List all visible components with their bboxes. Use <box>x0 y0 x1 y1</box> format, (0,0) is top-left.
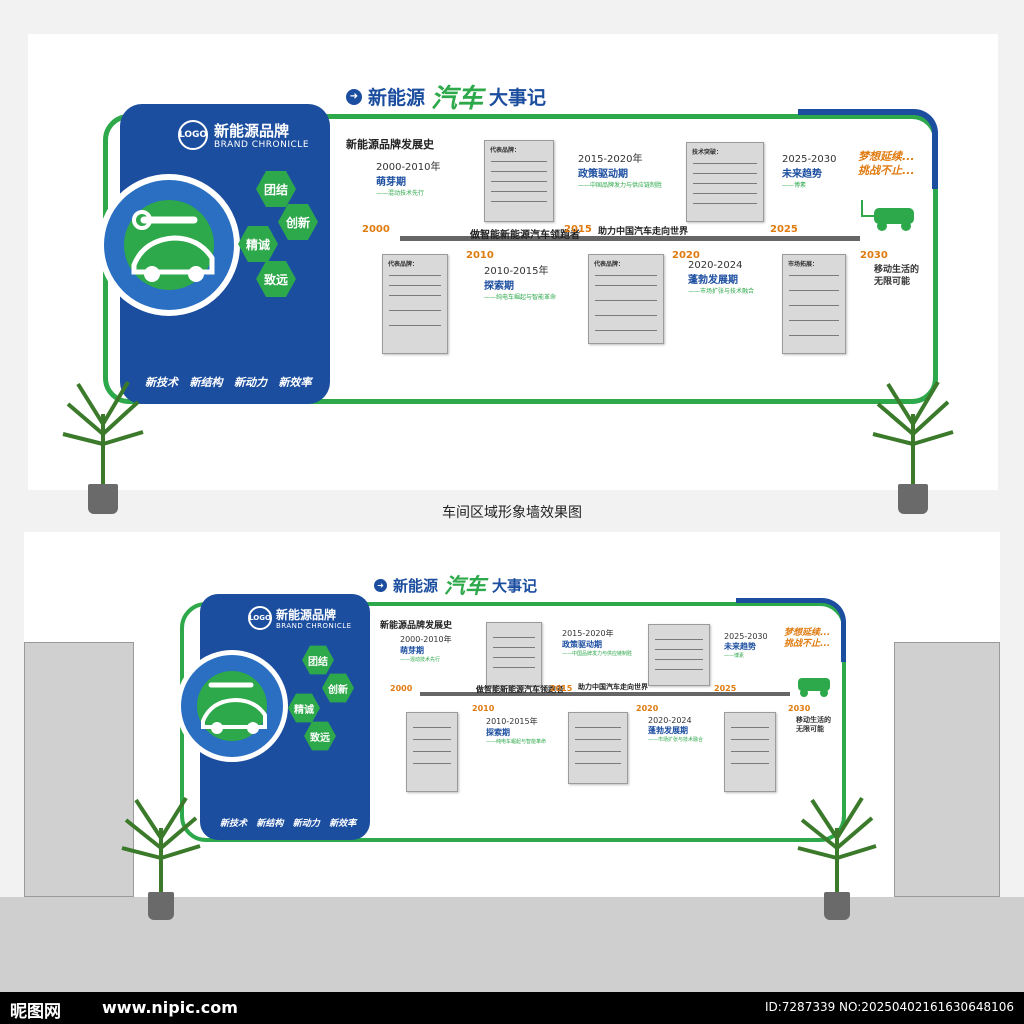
value-hex-1: 团结 <box>302 645 334 675</box>
arrow-icon: ➜ <box>346 88 362 105</box>
title-part1: 新能源 <box>368 87 426 109</box>
image-caption: 车间区域形象墙效果图 <box>442 505 582 521</box>
board-title: ➜ 新能源 汽车 大事记 <box>346 78 546 115</box>
info-card: 技术突破： <box>686 142 764 222</box>
period-2015-2020: 2015-2020年 政策驱动期 ——中国品牌发力与供应链制胜 <box>562 629 633 657</box>
strap-right: 助力中国汽车走向世界 <box>578 683 648 691</box>
year-label: 2015 <box>564 224 592 235</box>
dream-slogan: 梦想延续... 挑战不止... <box>858 150 915 177</box>
history-title: 新能源品牌发展史 <box>346 138 434 151</box>
year-label: 2000 <box>390 684 413 693</box>
bottom-scene: ➜ 新能源 汽车 大事记 LOGO 新能源品牌 BRAND CHRONICLE … <box>0 532 1024 992</box>
ev-charging-icon <box>798 678 830 697</box>
period-2020-2024: 2020-2024 蓬勃发展期 ——市场扩张与技术融合 <box>648 716 704 743</box>
car-emblem <box>176 650 288 762</box>
year-label: 2000 <box>362 224 390 235</box>
period-2000-2010: 2000-2010年 萌芽期 ——混动技术先行 <box>376 162 441 197</box>
wall-board-top: ➜ 新能源 汽车 大事记 LOGO 新能源品牌 BRAND CHRONICLE … <box>98 74 948 414</box>
year-label: 2020 <box>636 704 659 713</box>
year-label: 2025 <box>770 224 798 235</box>
car-wrench-icon <box>201 682 267 734</box>
footer-url[interactable]: www.nipic.com <box>102 998 238 1017</box>
info-card: 代表品牌： <box>484 140 554 222</box>
info-card <box>486 622 542 686</box>
logo-badge: LOGO <box>248 606 272 630</box>
future-slogan: 移动生活的 无限可能 <box>874 265 920 288</box>
year-label: 2030 <box>788 704 811 713</box>
plant-leaves-icon <box>62 380 144 484</box>
strap-left: 做智能新能源汽车领跑者 <box>470 230 580 241</box>
brand-english: BRAND CHRONICLE <box>276 622 352 630</box>
title-part2: 汽车 <box>444 573 487 598</box>
info-card: 市场拓展： <box>782 254 846 354</box>
arrow-icon: ➜ <box>374 578 387 592</box>
period-2010-2015: 2010-2015年 探索期 ——纯电车崛起与智能革命 <box>486 717 547 745</box>
potted-plant-left <box>118 792 204 922</box>
top-rendering-panel: ➜ 新能源 汽车 大事记 LOGO 新能源品牌 BRAND CHRONICLE … <box>28 34 998 514</box>
potted-plant-left <box>58 374 148 514</box>
year-label: 2010 <box>472 704 495 713</box>
ev-charging-icon <box>861 200 914 231</box>
board-title: ➜ 新能源 汽车 大事记 <box>374 570 537 600</box>
car-emblem <box>98 174 240 316</box>
brand-name: 新能源品牌 <box>276 608 337 622</box>
year-label: 2020 <box>672 250 700 261</box>
timeline-bar <box>420 692 790 696</box>
year-label: 2015 <box>550 684 573 693</box>
strap-left: 做智能新能源汽车领跑者 <box>476 685 564 694</box>
period-2000-2010: 2000-2010年 萌芽期 ——混动技术先行 <box>400 635 452 663</box>
brand-slogan: 新技术 新结构 新动力 新效率 <box>145 376 312 389</box>
dream-slogan: 梦想延续... 挑战不止... <box>784 628 831 650</box>
title-part1: 新能源 <box>393 576 439 595</box>
title-part3: 大事记 <box>489 87 547 109</box>
info-card <box>724 712 776 792</box>
title-part2: 汽车 <box>431 84 484 114</box>
timeline-bar <box>400 236 860 241</box>
title-part3: 大事记 <box>492 576 538 595</box>
blue-accent-frame <box>736 598 846 662</box>
potted-plant-right <box>868 374 958 514</box>
period-2015-2020: 2015-2020年 政策驱动期 ——中国品牌发力与供应链制胜 <box>578 154 663 189</box>
year-label: 2010 <box>466 250 494 261</box>
year-label: 2030 <box>860 250 888 261</box>
year-label: 2025 <box>714 684 737 693</box>
info-card: 代表品牌： <box>382 254 448 354</box>
logo-badge: LOGO <box>178 120 208 150</box>
brand-name: 新能源品牌 <box>214 122 290 140</box>
left-door <box>24 642 134 897</box>
period-2020-2024: 2020-2024 蓬勃发展期 ——市场扩张与技术融合 <box>688 260 755 295</box>
info-card <box>568 712 628 784</box>
car-wrench-icon <box>131 210 215 282</box>
footer-id: ID:7287339 NO:20250402161630648106 <box>764 1000 1014 1014</box>
info-card <box>406 712 458 792</box>
info-card: 代表品牌： <box>588 254 664 344</box>
value-hex-2: 创新 <box>322 673 354 703</box>
plant-leaves-icon <box>872 380 954 484</box>
wall-board-bottom: ➜ 新能源 汽车 大事记 LOGO 新能源品牌 BRAND CHRONICLE … <box>176 568 856 848</box>
info-card <box>648 624 710 686</box>
potted-plant-right <box>794 792 880 922</box>
value-hex-3: 精诚 <box>288 693 320 723</box>
blue-accent-frame <box>798 109 938 189</box>
brand-english: BRAND CHRONICLE <box>214 140 310 150</box>
watermark-footer: 昵图网 www.nipic.com ID:7287339 NO:20250402… <box>0 992 1024 1024</box>
period-2025-2030: 2025-2030 未来趋势 ——博素 <box>724 632 768 659</box>
history-title: 新能源品牌发展史 <box>380 621 453 631</box>
plant-leaves-icon <box>797 796 877 892</box>
right-door <box>894 642 1000 897</box>
period-2010-2015: 2010-2015年 探索期 ——纯电车崛起与智能革命 <box>484 266 557 301</box>
strap-right: 助力中国汽车走向世界 <box>598 227 689 237</box>
footer-logo: 昵图网 <box>10 1002 61 1022</box>
period-2025-2030: 2025-2030 未来趋势 ——博素 <box>782 154 837 189</box>
future-slogan: 移动生活的 无限可能 <box>796 716 831 734</box>
brand-slogan: 新技术 新结构 新动力 新效率 <box>220 819 357 829</box>
plant-leaves-icon <box>121 796 201 892</box>
value-hex-4: 致远 <box>304 721 336 751</box>
